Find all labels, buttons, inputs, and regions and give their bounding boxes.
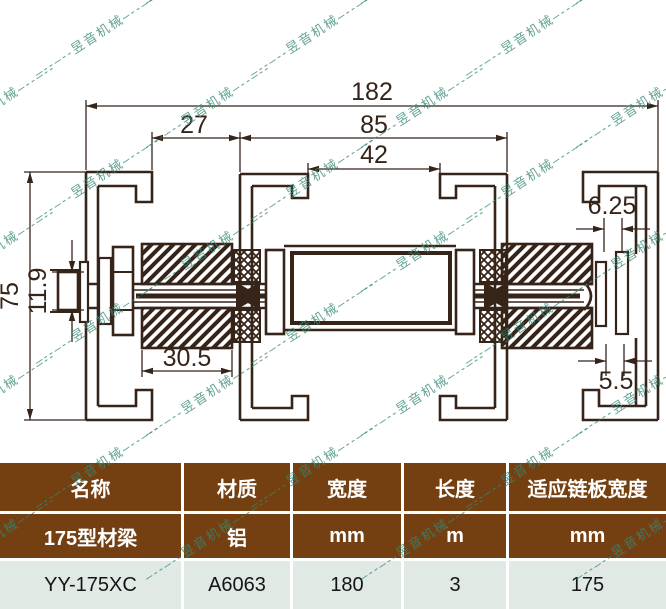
row-unit-width: mm <box>293 514 401 558</box>
row-value-model: YY-175XC <box>0 561 181 609</box>
dim-block-width: 30.5 <box>163 344 212 372</box>
dim-top-slot-width: 42 <box>360 141 388 169</box>
row-value-length: 3 <box>404 561 506 609</box>
bolt-head <box>56 270 80 312</box>
dim-overall-height: 75 <box>0 282 24 310</box>
dim-overall-width: 182 <box>351 78 393 106</box>
header-cell-length: 长度 <box>404 463 506 511</box>
header-cell-material: 材质 <box>184 463 290 511</box>
dim-left-offset: 27 <box>180 111 208 139</box>
hatched-block <box>500 242 594 286</box>
row-unit-material: 铝 <box>184 514 290 558</box>
row-value-chain-width: 175 <box>509 561 666 609</box>
nut-wedge <box>484 282 508 310</box>
row-unit-length: m <box>404 514 506 558</box>
header-cell-name: 名称 <box>0 463 181 511</box>
dim-bolt-head-height: 11.9 <box>24 268 52 315</box>
row-unit-chain-width: mm <box>509 514 666 558</box>
right-bolt-assembly <box>479 242 630 350</box>
hatched-block <box>140 306 234 350</box>
spec-table: 名称 材质 宽度 长度 适应链板宽度 175型材梁 铝 mm m mm YY-1… <box>0 463 666 609</box>
dim-right-gap-top: 6.25 <box>588 192 637 220</box>
left-bolt-assembly <box>50 242 261 350</box>
row-unit-name: 175型材梁 <box>0 514 181 558</box>
header-cell-chain-width: 适应链板宽度 <box>509 463 666 511</box>
hatched-block <box>500 306 594 350</box>
nut-wedge <box>236 282 260 310</box>
center-plate <box>264 244 476 336</box>
row-value-width: 180 <box>293 561 401 609</box>
header-cell-width: 宽度 <box>293 463 401 511</box>
dim-right-gap-bottom: 5.5 <box>599 367 634 395</box>
dim-center-channel-width: 85 <box>360 111 388 139</box>
profile-cross-section-drawing: 182 85 27 42 75 11.9 30.5 6.25 5.5 <box>0 78 660 422</box>
dimension-lines <box>24 100 659 421</box>
row-value-material: A6063 <box>184 561 290 609</box>
hatched-block <box>140 242 234 286</box>
